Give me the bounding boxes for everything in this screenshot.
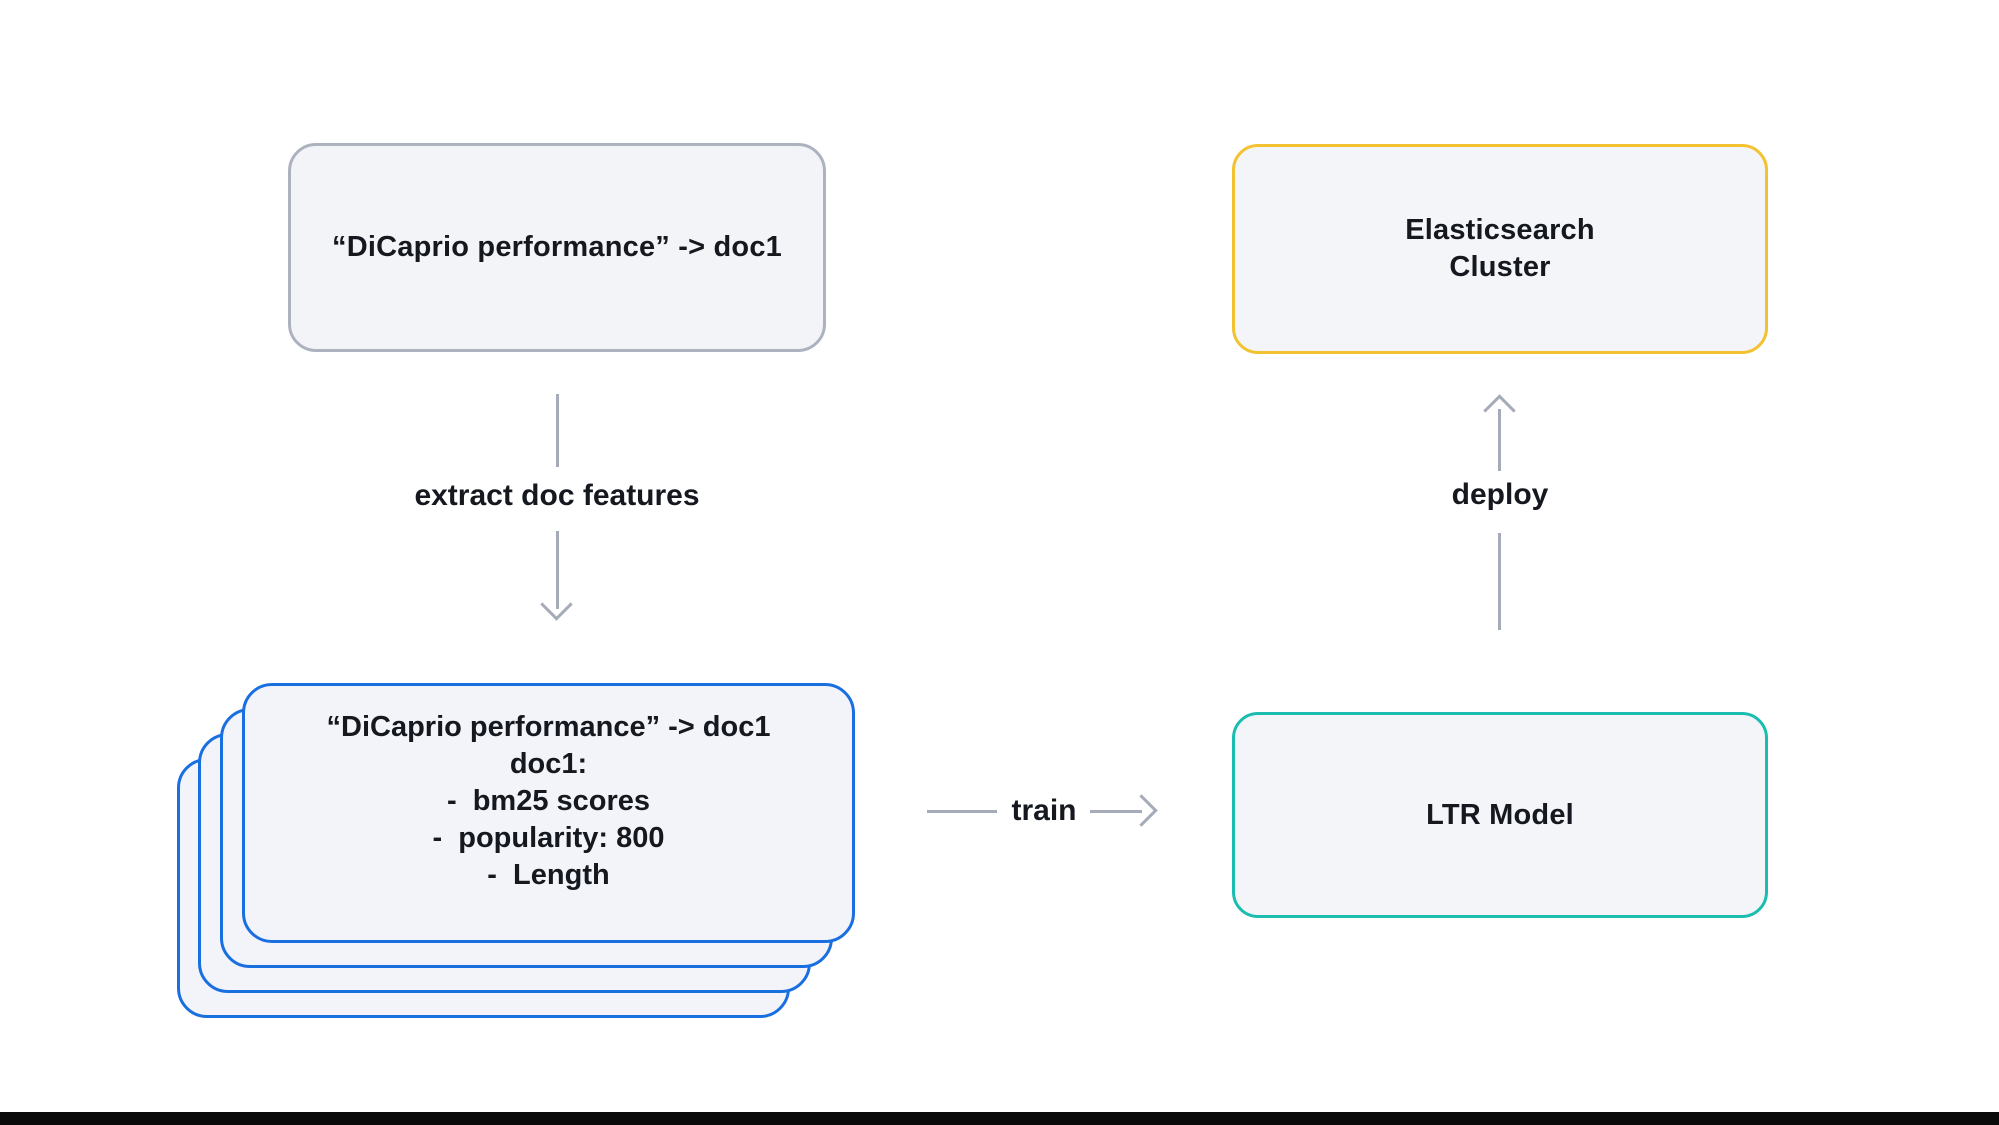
- ltr-model-label: LTR Model: [1426, 798, 1574, 831]
- card-line-query: “DiCaprio performance” -> doc1: [326, 710, 771, 743]
- train-edge-label: train: [1011, 794, 1077, 827]
- extract-arrow-shaft-bottom: [556, 531, 559, 609]
- train-arrow-line-left: [927, 810, 997, 813]
- query-judgment-label: “DiCaprio performance” -> doc1: [332, 231, 782, 263]
- card-line-popularity: - popularity: 800: [432, 821, 665, 854]
- deploy-edge-label: deploy: [1451, 478, 1549, 511]
- deploy-arrow-shaft-top: [1498, 409, 1501, 471]
- elasticsearch-cluster-box: Elasticsearch Cluster: [1232, 144, 1768, 354]
- extract-edge-label: extract doc features: [414, 479, 700, 512]
- bottom-letterbox-bar: [0, 1112, 1999, 1125]
- extract-arrow-shaft-top: [556, 394, 559, 467]
- elasticsearch-cluster-label-line2: Cluster: [1449, 251, 1551, 283]
- arrow-down-icon: [540, 588, 573, 621]
- deploy-arrow-shaft-bottom: [1498, 533, 1501, 630]
- arrow-right-icon: [1125, 794, 1158, 827]
- ltr-model-box: LTR Model: [1232, 712, 1768, 918]
- doc-features-card: “DiCaprio performance” -> doc1 doc1: - b…: [242, 683, 855, 943]
- query-judgment-box: “DiCaprio performance” -> doc1: [288, 143, 826, 352]
- elasticsearch-cluster-label-line1: Elasticsearch: [1405, 214, 1595, 246]
- card-line-bm25: - bm25 scores: [446, 784, 651, 817]
- card-line-length: - Length: [487, 858, 610, 891]
- card-line-doc: doc1:: [509, 747, 588, 780]
- train-arrow-line-right: [1090, 810, 1142, 813]
